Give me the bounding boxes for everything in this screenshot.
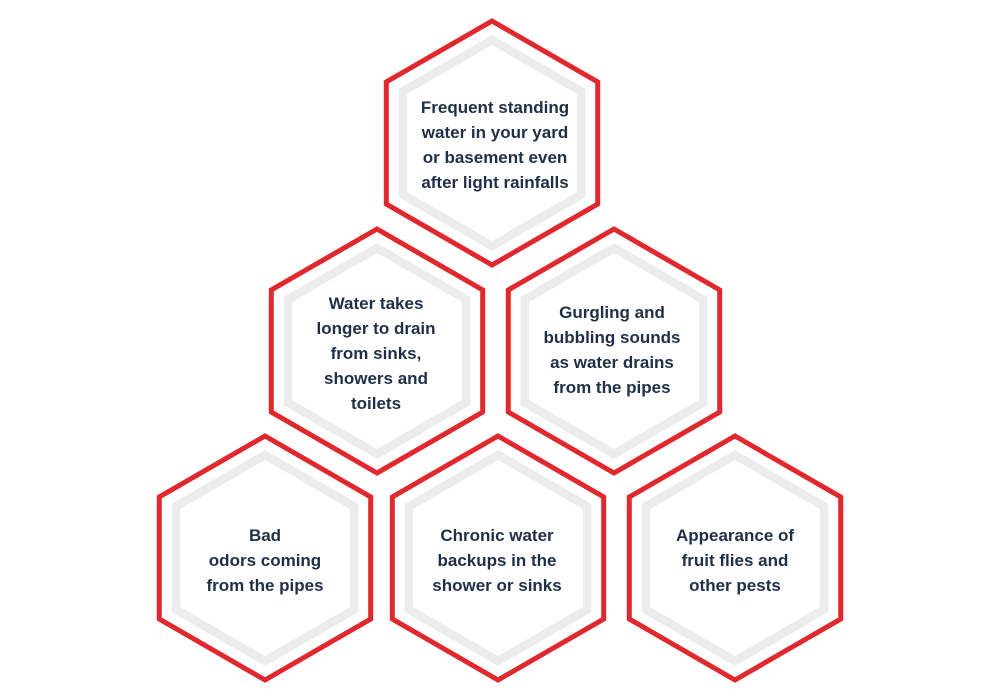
hexagon-6 [626, 433, 844, 683]
hexagon-border [383, 18, 601, 268]
hexagon-border [268, 226, 486, 476]
hexagon-3 [505, 226, 723, 476]
hexagon-1 [383, 18, 601, 268]
hexagon-5 [389, 433, 607, 683]
hexagon-inner-fill [529, 253, 699, 449]
hexagon-inner-fill [650, 460, 820, 656]
hexagon-2-text: Water takes longer to drain from sinks, … [316, 293, 436, 413]
hexagon-inner-fill [407, 45, 577, 241]
hexagon-inner-fill [292, 253, 462, 449]
hexagon-border [389, 433, 607, 683]
hexagon-3-text: Gurgling and bubbling sounds as water dr… [543, 303, 681, 397]
hexagon-border [156, 433, 374, 683]
hexagon-5-text: Chronic water backups in the shower or s… [432, 525, 562, 595]
hexagon-4-text: Bad odors coming from the pipes [206, 525, 324, 595]
hexagon-border [626, 433, 844, 683]
hexagon-2 [268, 226, 486, 476]
hexagon-1-text: Frequent standing water in your yard or … [420, 98, 570, 192]
hexagon-4 [156, 433, 374, 683]
hexagon-border [505, 226, 723, 476]
hexagon-inner-fill [180, 460, 350, 656]
hexagon-inner-fill [413, 460, 583, 656]
hexagon-6-text: Appearance of fruit flies and other pest… [675, 525, 795, 595]
